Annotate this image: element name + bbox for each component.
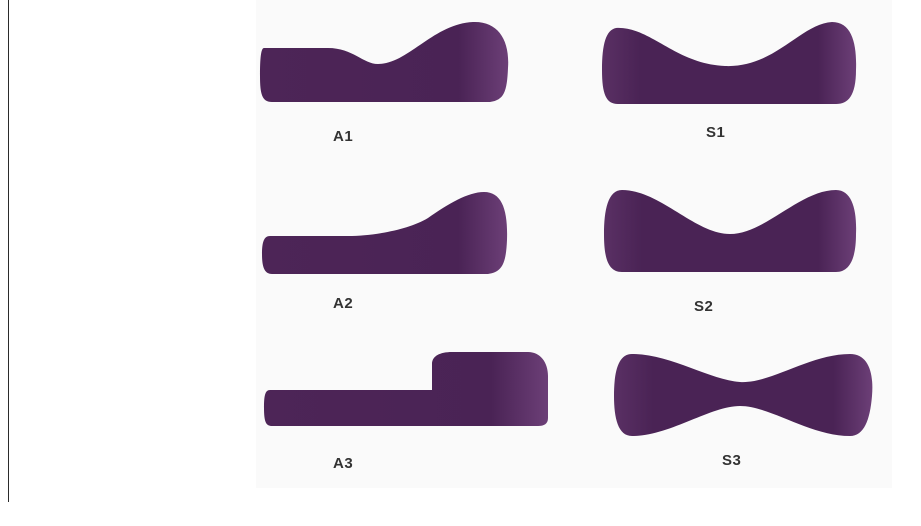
- label-s3: S3: [722, 452, 741, 469]
- shape-a2: [258, 190, 513, 280]
- label-a1: A1: [333, 128, 353, 145]
- label-a3: A3: [333, 455, 353, 472]
- label-s1: S1: [706, 124, 725, 141]
- left-divider-line: [8, 0, 9, 502]
- shape-a1: [258, 18, 513, 108]
- shape-s3: [610, 352, 880, 440]
- shape-s2: [600, 188, 860, 278]
- label-s2: S2: [694, 298, 713, 315]
- label-a2: A2: [333, 295, 353, 312]
- shape-a3: [262, 350, 552, 430]
- shape-s1: [600, 20, 860, 110]
